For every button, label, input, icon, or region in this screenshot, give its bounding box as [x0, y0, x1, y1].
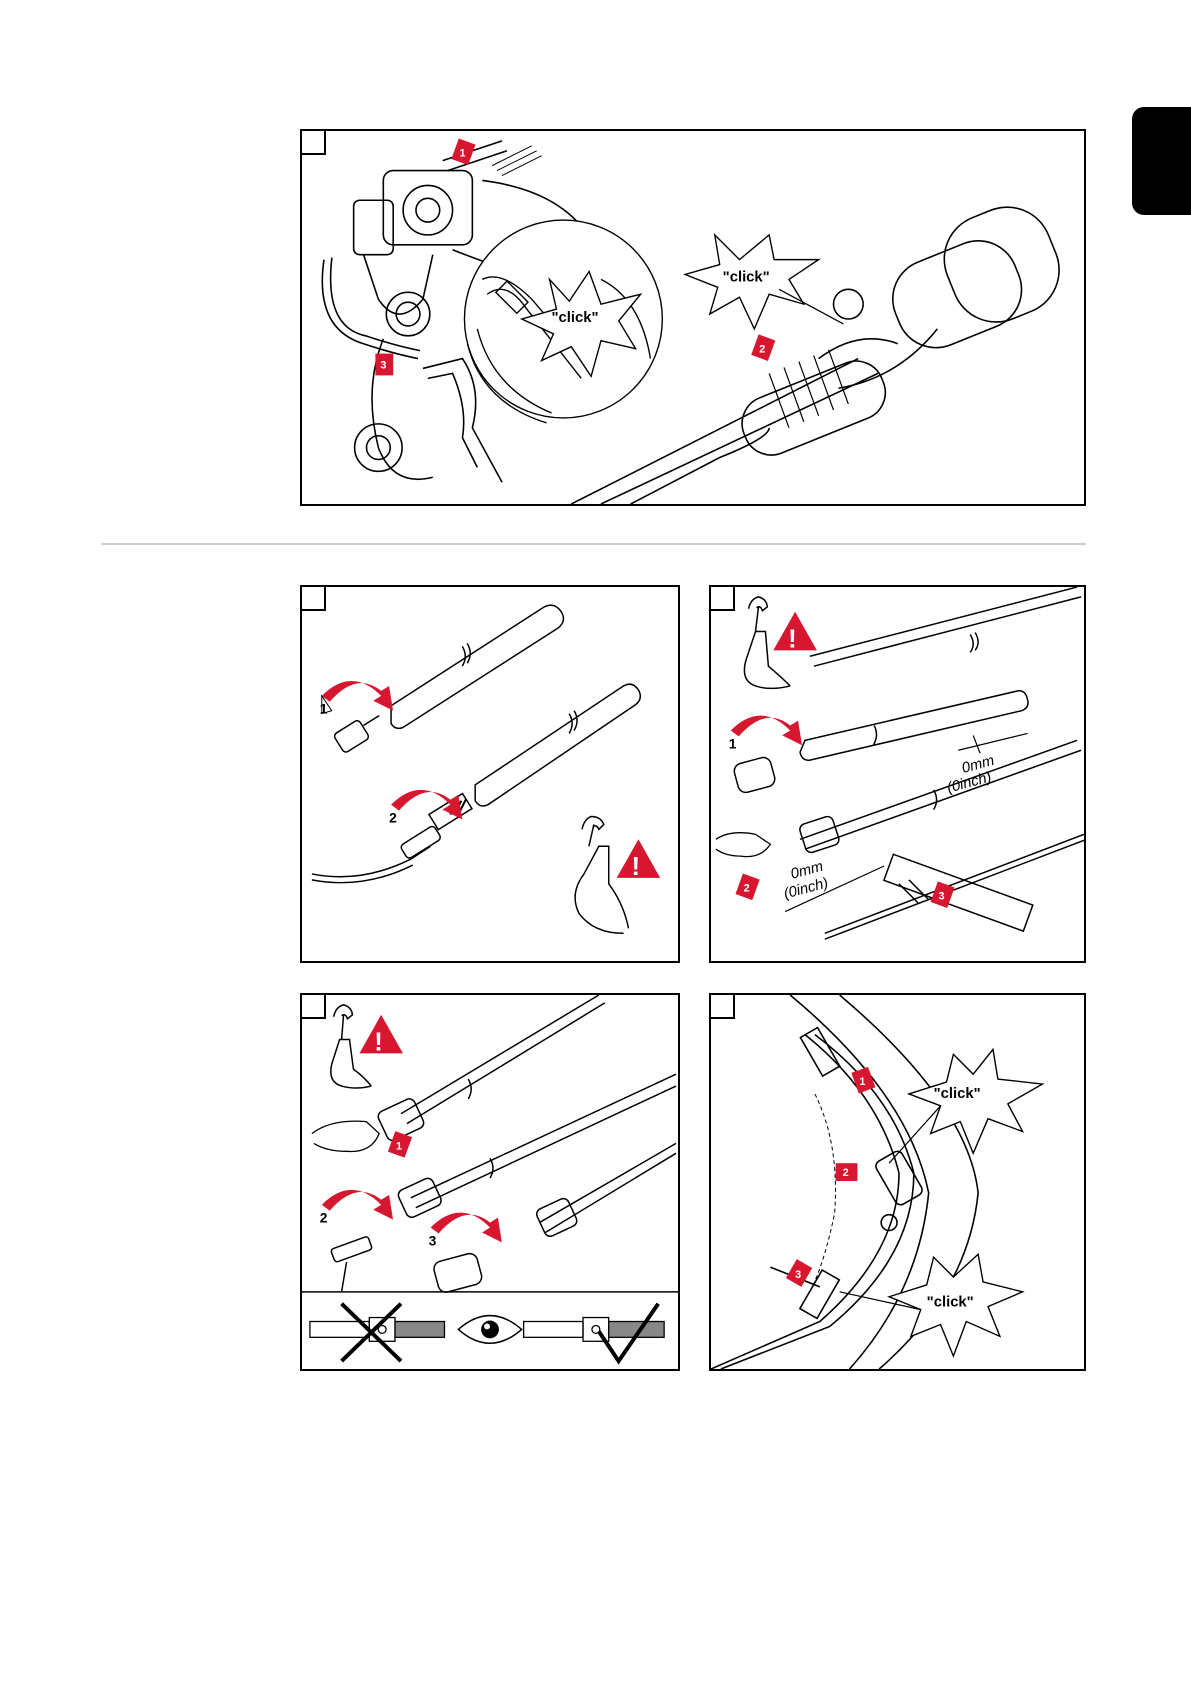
svg-text:2: 2: [759, 344, 765, 356]
correct-fit-example: [524, 1318, 664, 1342]
step-arrow-3: 3: [375, 354, 393, 376]
panel-c-illustration: 2 3 1 !: [302, 995, 678, 1369]
cross-icon: [342, 1304, 401, 1361]
panel-b-illustration: 0mm (0inch) 0mm (0inch) 1 2 3 !: [711, 587, 1084, 961]
svg-text:3: 3: [429, 1232, 437, 1248]
warning-icon: !: [617, 839, 661, 881]
step-number-box: [302, 131, 326, 155]
svg-text:3: 3: [939, 891, 945, 903]
svg-text:"click": "click": [723, 269, 770, 285]
step-arrow-2: 2: [736, 874, 760, 901]
rotate-arrow-1: 1: [320, 681, 393, 717]
panel-d-illustration: 1 2 3 "click" "click": [711, 995, 1084, 1369]
step-number-box: [711, 995, 735, 1019]
svg-text:2: 2: [320, 1210, 328, 1226]
rotate-arrow-1: 1: [729, 716, 802, 752]
step-arrow-1: 1: [388, 1131, 412, 1158]
step-number-box: [302, 587, 326, 611]
figure-hosepack-clip-attachment: 1 2 3 "click" "click": [709, 993, 1086, 1371]
eye-icon: [458, 1316, 521, 1344]
click-callout-torch: "click": [685, 235, 843, 329]
svg-text:1: 1: [460, 148, 466, 160]
step-arrow-1: 1: [451, 139, 475, 166]
svg-text:2: 2: [744, 883, 750, 895]
svg-text:2: 2: [843, 1167, 849, 1179]
svg-text:1: 1: [320, 701, 328, 717]
svg-text:"click": "click": [934, 1086, 981, 1102]
svg-text:!: !: [374, 1028, 383, 1056]
svg-text:2: 2: [389, 809, 397, 825]
dimension-unit-2: (0inch): [782, 875, 830, 902]
panel-a-illustration: 1 2 !: [302, 587, 678, 961]
rotate-arrow-3: 3: [429, 1213, 502, 1249]
rotate-arrow-2: 2: [389, 790, 462, 826]
svg-text:1: 1: [396, 1140, 402, 1152]
step-arrow-2: 2: [751, 334, 775, 361]
svg-text:"click": "click": [927, 1295, 974, 1311]
step-arrow-2: 2: [836, 1163, 858, 1181]
step-number-box: [711, 587, 735, 611]
figure-nozzle-insertion-check: 2 3 1 !: [300, 993, 680, 1371]
rotate-arrow-2: 2: [320, 1190, 393, 1226]
warning-icon: !: [359, 1015, 403, 1057]
figure-top-wirefeed-connection: 1 2 3 "click" "click": [300, 129, 1086, 506]
svg-text:"click": "click": [552, 310, 599, 326]
warning-icon: !: [773, 612, 817, 654]
top-illustration: 1 2 3 "click" "click": [302, 131, 1084, 504]
svg-text:1: 1: [729, 735, 737, 751]
svg-text:3: 3: [380, 359, 386, 371]
figure-liner-nozzle-removal: 1 2 !: [300, 585, 680, 963]
step-number-box: [302, 995, 326, 1019]
chapter-tab: [1132, 107, 1191, 215]
svg-text:!: !: [788, 625, 797, 653]
svg-text:3: 3: [795, 1269, 801, 1281]
section-divider: [101, 543, 1086, 545]
svg-text:1: 1: [859, 1076, 865, 1088]
figure-liner-cut-length: 0mm (0inch) 0mm (0inch) 1 2 3 !: [709, 585, 1086, 963]
svg-text:!: !: [631, 853, 640, 881]
